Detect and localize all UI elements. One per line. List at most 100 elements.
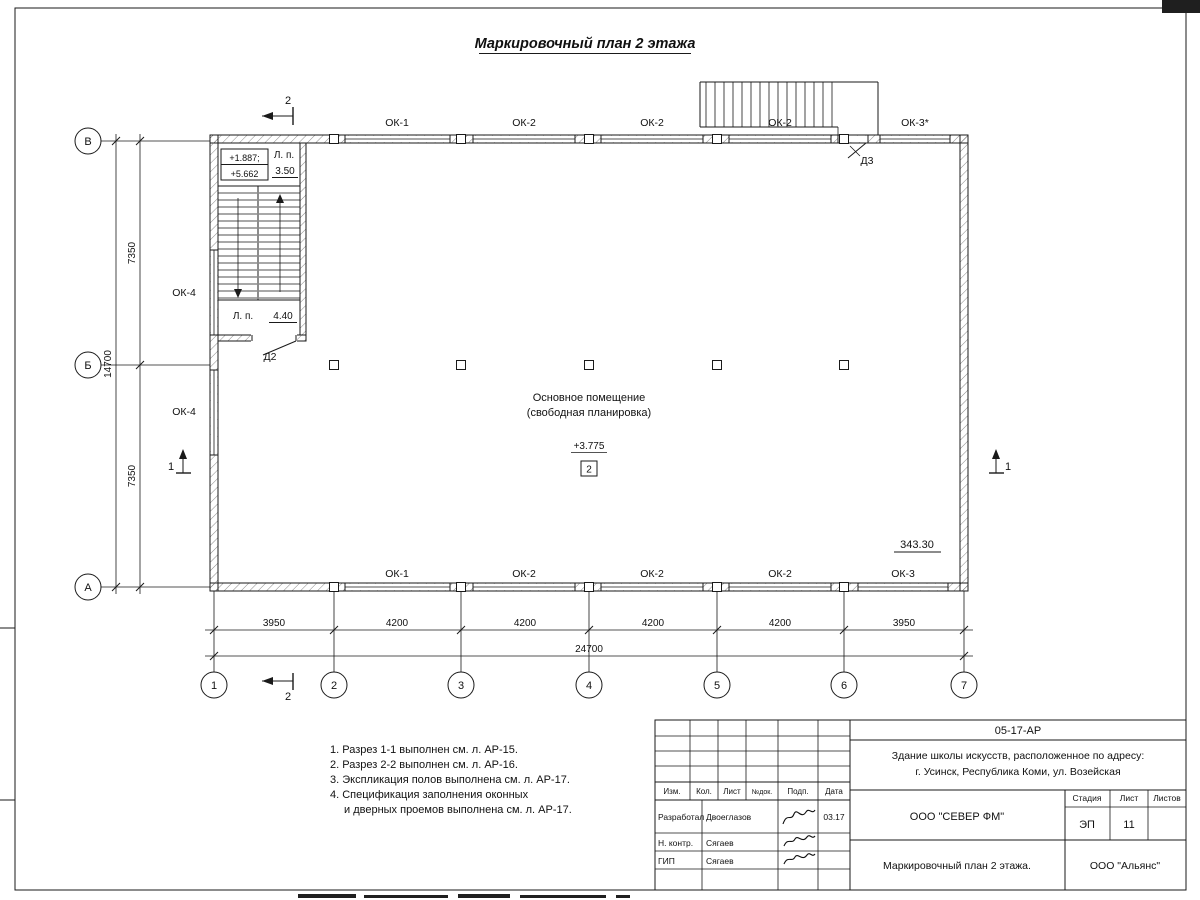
scan-artifact-corner xyxy=(1162,0,1200,13)
page-title: Маркировочный план 2 этажа xyxy=(475,36,696,54)
row1-date: 03.17 xyxy=(823,812,845,822)
door-label-d2: Д2 xyxy=(264,351,277,363)
sheet-label: Лист xyxy=(1120,793,1139,803)
door-symbols xyxy=(251,135,869,356)
window-symbols xyxy=(210,135,951,591)
col-izm: Изм. xyxy=(663,787,680,796)
axis-bubble-a: А xyxy=(74,573,102,601)
dim-seg-1: 3950 xyxy=(263,618,286,629)
dim-left-seg-1: 7350 xyxy=(127,241,138,264)
axis-label-5: 5 xyxy=(714,680,720,692)
window-label-left-1: ОК-4 xyxy=(172,287,196,299)
row2-role: Н. контр. xyxy=(658,838,693,848)
axis-grid-bottom: 1 2 3 4 5 6 7 xyxy=(200,591,978,699)
stairwell: +1.887; +5.662 Л. п. 3.50 Л. п. 4.40 xyxy=(218,148,300,323)
axis-label-b: Б xyxy=(84,360,91,372)
dim-left-seg-2: 7350 xyxy=(127,464,138,487)
stair-elevation-2: +5.662 xyxy=(231,169,259,179)
landing-value-bottom: 4.40 xyxy=(273,311,293,322)
stage-label: Стадия xyxy=(1073,793,1102,803)
window-label-left-2: ОК-4 xyxy=(172,406,196,418)
door-label-d3: Д3 xyxy=(861,155,874,167)
room-labels: Основное помещение (свободная планировка… xyxy=(527,392,941,553)
section-label-1-left: 1 xyxy=(168,461,174,473)
dim-seg-6: 3950 xyxy=(893,618,916,629)
dim-total-bottom: 24700 xyxy=(575,644,603,655)
dim-seg-5: 4200 xyxy=(769,618,792,629)
stage-value: ЭП xyxy=(1079,819,1095,831)
col-kol: Кол. xyxy=(696,787,712,796)
project-line2: г. Усинск, Республика Коми, ул. Возейска… xyxy=(915,766,1120,778)
section-mark-2-bottom: 2 xyxy=(262,673,294,703)
dimensions-bottom: 3950 4200 4200 4200 4200 3950 24700 xyxy=(205,618,973,661)
section-mark-1-left: 1 xyxy=(168,449,191,474)
note-2: 2. Разрез 2-2 выполнен см. л. АР-16. xyxy=(330,759,518,771)
axis-label-a: А xyxy=(84,582,92,594)
axis-bubble-1: 1 xyxy=(200,671,228,699)
axis-bubble-5: 5 xyxy=(703,671,731,699)
window-label-bottom-4: ОК-2 xyxy=(768,568,792,580)
sheets-label: Листов xyxy=(1153,793,1181,803)
section-label-2-bottom: 2 xyxy=(285,691,291,703)
dim-seg-3: 4200 xyxy=(514,618,537,629)
axis-bubble-3: 3 xyxy=(447,671,475,699)
window-label-bottom-5: ОК-3 xyxy=(891,568,915,580)
axis-bubble-v: В xyxy=(74,127,102,155)
axis-label-7: 7 xyxy=(961,680,967,692)
axis-bubble-4: 4 xyxy=(575,671,603,699)
notes-list: 1. Разрез 1-1 выполнен см. л. АР-15. 2. … xyxy=(330,744,572,816)
landing-label-bottom: Л. п. xyxy=(233,311,253,322)
columns xyxy=(329,134,849,592)
note-1: 1. Разрез 1-1 выполнен см. л. АР-15. xyxy=(330,744,518,756)
dim-left-total: 14700 xyxy=(103,350,114,378)
room-elevation: +3.775 xyxy=(574,441,605,452)
axis-bubble-7: 7 xyxy=(950,671,978,699)
dim-seg-4: 4200 xyxy=(642,618,665,629)
window-label-top-5: ОК-3* xyxy=(901,117,929,129)
axis-bubble-6: 6 xyxy=(830,671,858,699)
drawing-frame xyxy=(0,7,1187,891)
door-leaf-d3 xyxy=(847,142,867,159)
axis-grid-left: В Б А xyxy=(74,127,210,601)
row1-role: Разработал xyxy=(658,812,704,822)
col-dok: №док. xyxy=(752,789,773,796)
row3-name: Сягаев xyxy=(706,856,734,866)
sheet-value: 11 xyxy=(1123,819,1134,831)
section-label-1-right: 1 xyxy=(1005,461,1011,473)
drawing-title: Маркировочный план 2 этажа. xyxy=(883,860,1031,872)
note-4: 4. Спецификация заполнения оконных xyxy=(330,789,529,801)
col-list: Лист xyxy=(723,787,741,796)
doc-number: 05-17-АР xyxy=(995,725,1041,737)
section-mark-1-right: 1 xyxy=(989,449,1011,474)
col-data: Дата xyxy=(825,787,843,796)
firm-name: ООО "Альянс" xyxy=(1090,860,1160,872)
axis-label-1: 1 xyxy=(211,680,217,692)
window-label-top-4: ОК-2 xyxy=(768,117,792,129)
axis-label-6: 6 xyxy=(841,680,847,692)
exterior-stair xyxy=(699,81,879,135)
company-name: ООО "СЕВЕР ФМ" xyxy=(910,811,1005,823)
row2-name: Сягаев xyxy=(706,838,734,848)
project-line1: Здание школы искусств, расположенное по … xyxy=(892,750,1145,762)
room-name-line2: (свободная планировка) xyxy=(527,407,651,419)
title-block: Изм. Кол. Лист №док. Подп. Дата Разработ… xyxy=(654,719,1187,891)
window-label-bottom-3: ОК-2 xyxy=(640,568,664,580)
room-name-line1: Основное помещение xyxy=(533,392,646,404)
window-label-top-2: ОК-2 xyxy=(512,117,536,129)
door-leaf-d2 xyxy=(262,340,297,356)
note-5: и дверных проемов выполнена см. л. АР-17… xyxy=(344,804,572,816)
window-label-bottom-1: ОК-1 xyxy=(385,568,409,580)
signatures xyxy=(782,809,816,865)
landing-value-top: 3.50 xyxy=(275,166,295,177)
axis-label-v: В xyxy=(84,136,91,148)
axis-bubble-2: 2 xyxy=(320,671,348,699)
axis-label-2: 2 xyxy=(331,680,337,692)
section-label-2-top: 2 xyxy=(285,95,291,107)
axis-label-3: 3 xyxy=(458,680,464,692)
note-3: 3. Экспликация полов выполнена см. л. АР… xyxy=(330,774,570,786)
window-label-top-1: ОК-1 xyxy=(385,117,409,129)
dimensions-left: 7350 7350 14700 xyxy=(103,134,145,594)
room-area: 343.30 xyxy=(900,539,934,551)
page-title-text: Маркировочный план 2 этажа xyxy=(475,36,696,52)
